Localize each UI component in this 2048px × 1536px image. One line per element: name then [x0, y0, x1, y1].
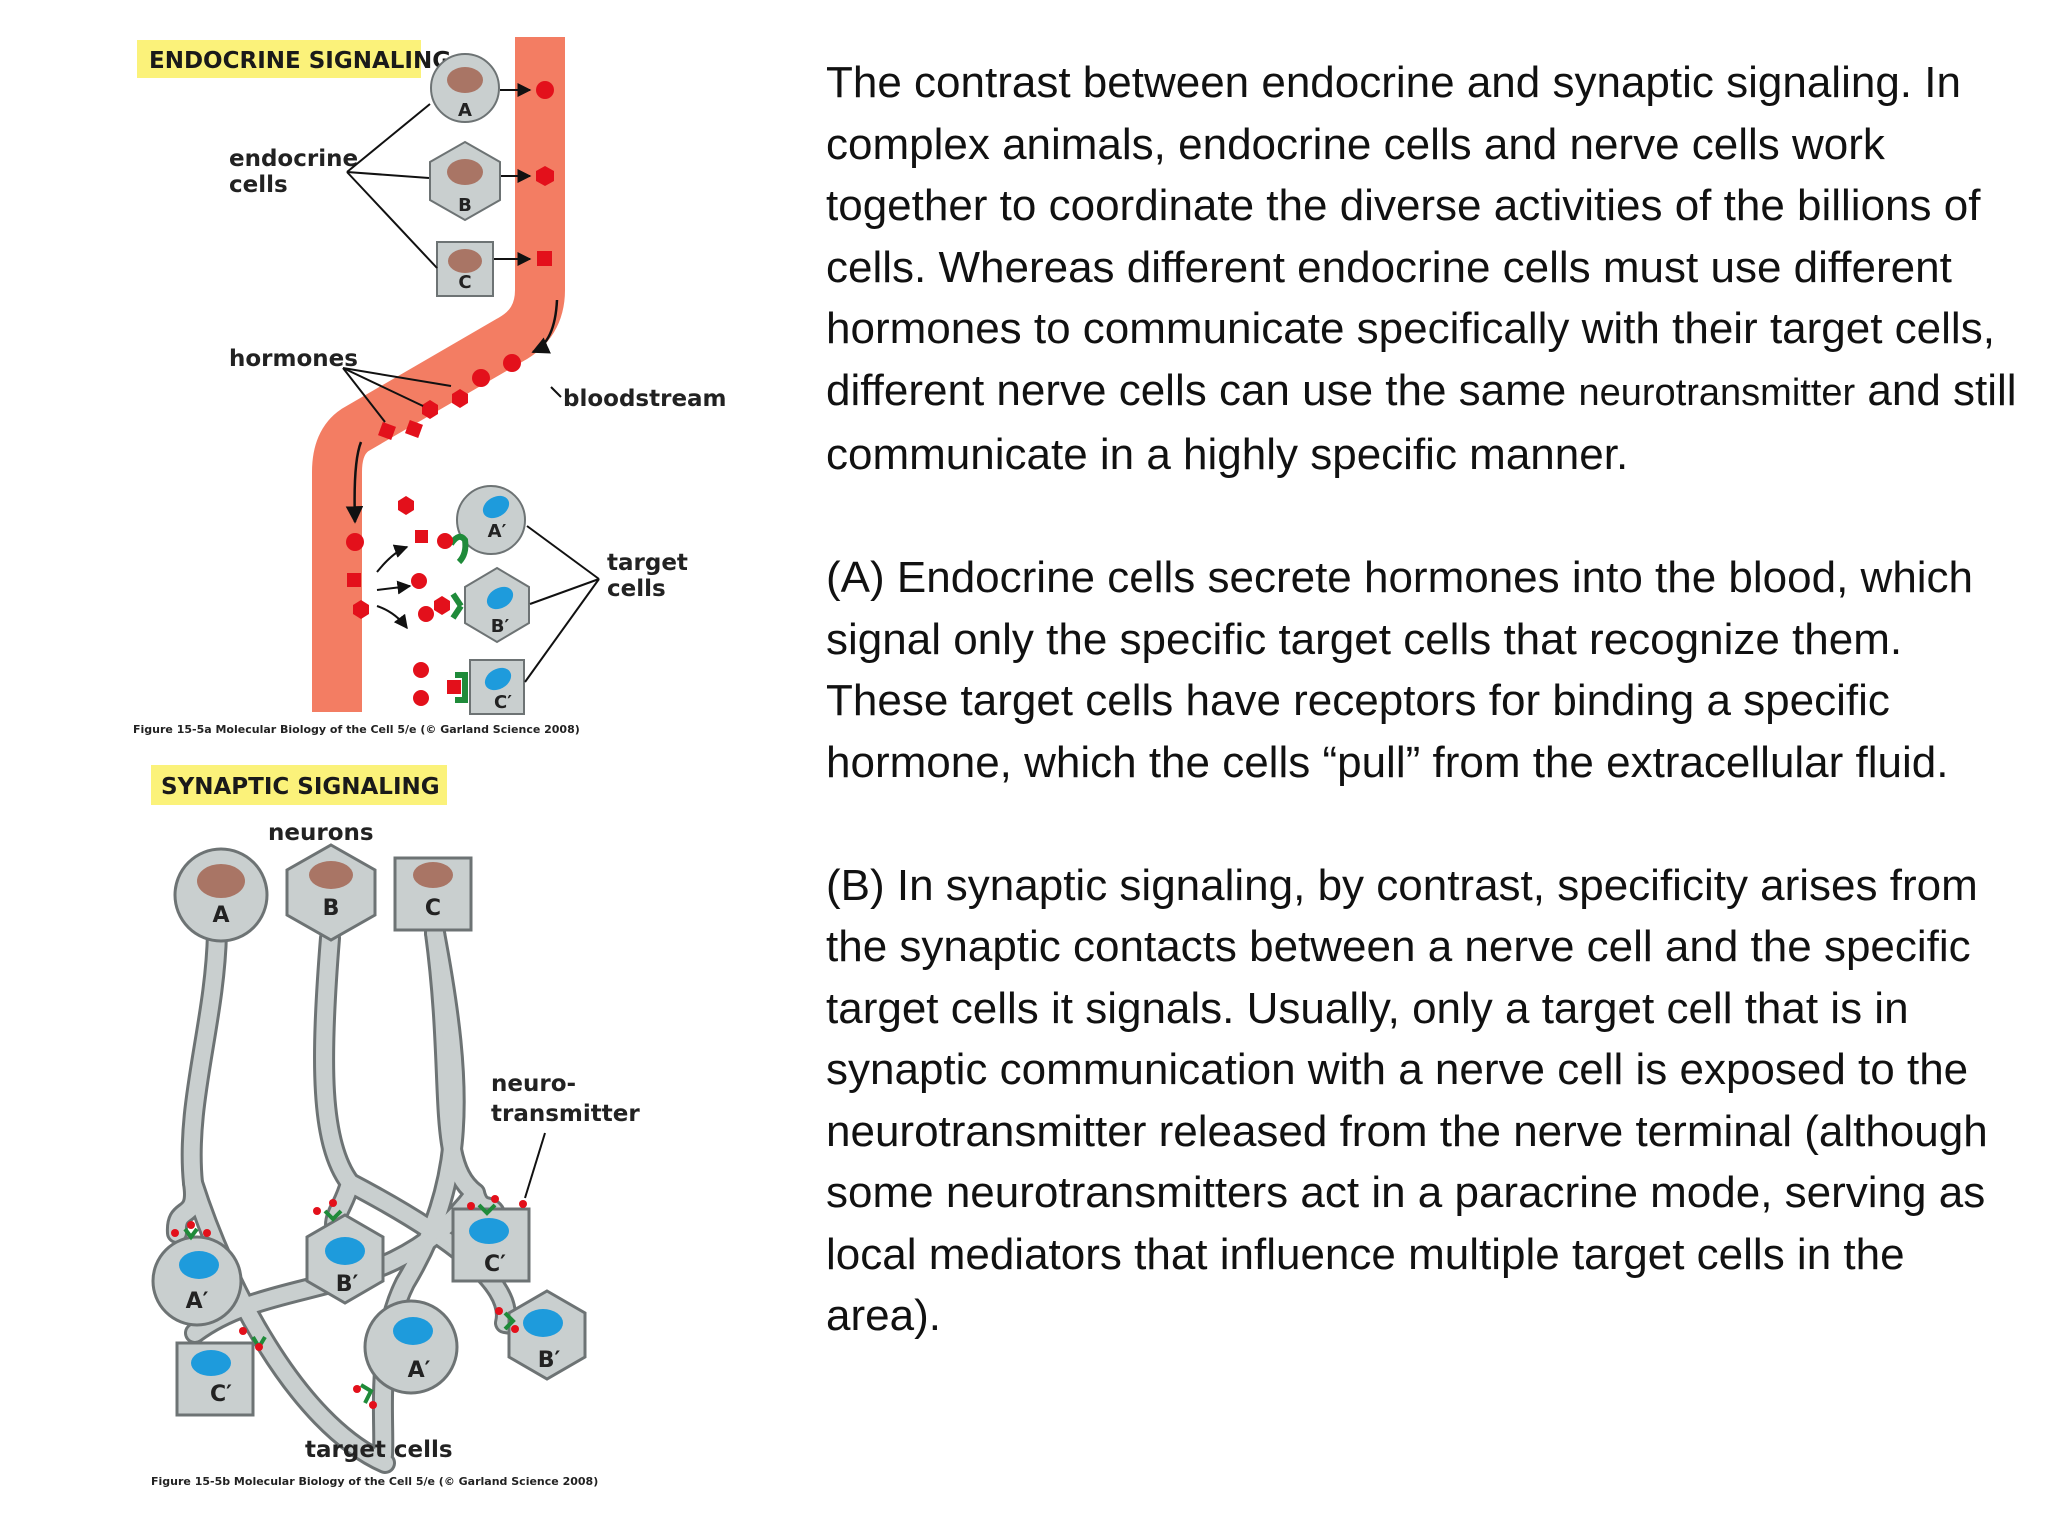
neurotransmitter [255, 1343, 263, 1351]
label-target-cells: target cells [305, 1437, 453, 1463]
neurotransmitter [495, 1307, 503, 1315]
hormone [447, 680, 461, 694]
svg-text:C′: C′ [210, 1382, 232, 1407]
paragraph-intro: The contrast between endocrine and synap… [826, 58, 2017, 479]
neurotransmitter [313, 1207, 321, 1215]
svg-text:B: B [323, 896, 340, 921]
hormone [411, 573, 427, 589]
hormone [536, 166, 554, 186]
endocrine-tag: ENDOCRINE SIGNALING [149, 48, 451, 74]
hormone [398, 496, 414, 515]
receptor [477, 1203, 497, 1216]
target-cell-c-prime: C′ [451, 1195, 531, 1283]
neuron-b: B [285, 843, 377, 942]
svg-text:A′: A′ [408, 1358, 431, 1383]
target-cell-b-prime: B′ [434, 566, 530, 644]
label-neurotransmitter-2: transmitter [491, 1101, 640, 1127]
svg-text:B: B [458, 195, 472, 216]
svg-text:A: A [212, 903, 229, 928]
neurotransmitter [171, 1229, 179, 1237]
neurotransmitter [353, 1385, 361, 1393]
endocrine-signaling-figure: ENDOCRINE SIGNALING A B C [133, 37, 725, 736]
receptor [359, 1383, 374, 1404]
neurotransmitter [187, 1221, 195, 1229]
receptor [503, 1311, 516, 1331]
target-cell-a-prime: A′ [151, 1221, 243, 1327]
hormone [413, 690, 429, 706]
endocrine-cell-c: C [436, 241, 494, 297]
svg-text:B′: B′ [336, 1272, 359, 1297]
label-bloodstream: bloodstream [563, 386, 725, 412]
neurotransmitter [203, 1229, 211, 1237]
hormone [405, 420, 423, 438]
hormone [415, 530, 428, 543]
target-cell-a-prime-lower: A′ [353, 1299, 459, 1409]
hormone [437, 533, 453, 549]
neuron-c: C [393, 856, 473, 932]
receptor [323, 1209, 343, 1222]
neurotransmitter [467, 1202, 475, 1210]
hormone [472, 369, 490, 387]
neuron-a: A [173, 847, 269, 943]
target-cell-b-prime: B′ [305, 1199, 385, 1305]
target-cell-b-prime-lower: B′ [495, 1289, 587, 1381]
target-cell-a-prime: A′ [437, 485, 526, 565]
hormone [353, 600, 369, 619]
bloodstream-vessel [312, 37, 565, 712]
label-neurotransmitter: neuro- [491, 1071, 576, 1097]
endocrine-tag-bg [137, 40, 421, 78]
svg-text:A′: A′ [488, 521, 507, 542]
svg-text:A′: A′ [186, 1289, 209, 1314]
label-target-cells: target [607, 550, 688, 576]
svg-text:B′: B′ [491, 616, 510, 637]
synaptic-tag: SYNAPTIC SIGNALING [161, 774, 440, 800]
hormone [537, 251, 552, 266]
endocrine-cell-a: A [430, 53, 500, 123]
hormone [422, 400, 438, 419]
target-cell-c-prime-lower: C′ [175, 1327, 267, 1417]
hormone [378, 422, 396, 440]
label-target-cells-2: cells [607, 576, 666, 602]
endocrine-cell-b: B [429, 140, 501, 222]
receptor [448, 533, 469, 565]
hormone [413, 662, 429, 678]
paragraph-a: (A) Endocrine cells secrete hormones int… [826, 553, 1974, 787]
hormone [452, 389, 468, 408]
label-endocrine-cells-2: cells [229, 172, 288, 198]
svg-text:C: C [425, 896, 441, 921]
svg-text:C′: C′ [494, 692, 512, 713]
hormone [434, 596, 450, 615]
neurotransmitter [239, 1327, 247, 1335]
svg-text:A: A [458, 100, 472, 121]
svg-text:C′: C′ [484, 1252, 506, 1277]
paragraph-b: (B) In synaptic signaling, by contrast, … [826, 860, 1988, 1341]
synaptic-tag-bg [151, 765, 447, 805]
target-cell-c-prime: C′ [447, 659, 525, 715]
label-endocrine-cells: endocrine [229, 146, 358, 172]
hormone [503, 354, 521, 372]
hormone [418, 606, 434, 622]
label-hormones: hormones [229, 346, 358, 372]
synaptic-signaling-figure: SYNAPTIC SIGNALING neurons A [151, 765, 640, 1488]
hormone [536, 81, 554, 99]
svg-text:C: C [458, 272, 471, 293]
svg-text:B′: B′ [538, 1348, 561, 1373]
receptor [450, 592, 464, 620]
label-neurons: neurons [268, 820, 374, 846]
receptor [455, 672, 468, 703]
neurotransmitter [491, 1195, 499, 1203]
description-text: The contrast between endocrine and synap… [826, 52, 2026, 1347]
hormone [347, 573, 361, 587]
neurotransmitter [519, 1200, 527, 1208]
figure-b-caption: Figure 15-5b Molecular Biology of the Ce… [151, 1475, 598, 1488]
neurotransmitter [329, 1199, 337, 1207]
neurotransmitter [511, 1325, 519, 1333]
receptor [183, 1227, 199, 1241]
neurotransmitter [369, 1401, 377, 1409]
figure-a-caption: Figure 15-5a Molecular Biology of the Ce… [133, 723, 580, 736]
hormone [346, 533, 364, 551]
